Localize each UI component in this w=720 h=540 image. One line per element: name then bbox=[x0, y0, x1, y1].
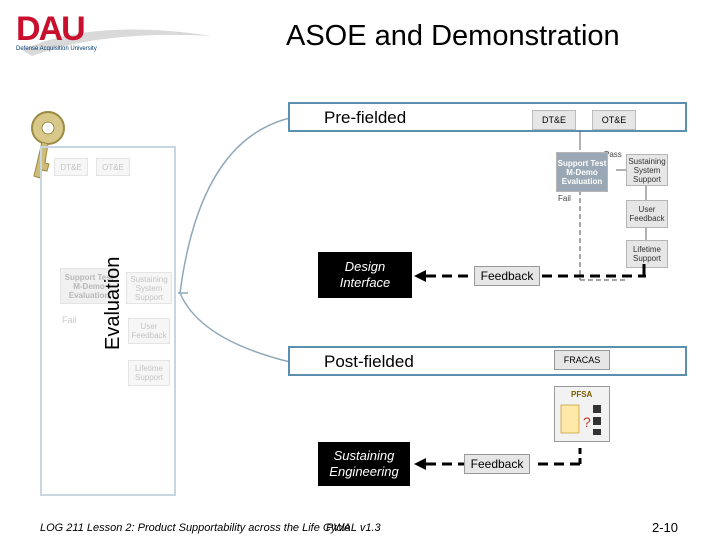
side-panel-diagram: DT&E OT&E Support Test M-Demo Evaluation… bbox=[50, 150, 176, 390]
logo-text: DAU bbox=[16, 10, 86, 48]
pfsa-graphic-icon: ? bbox=[560, 404, 601, 435]
design-interface-feedback-arrow bbox=[414, 264, 646, 282]
design-interface-box: Design Interface bbox=[318, 252, 412, 298]
brace-connectors bbox=[178, 117, 291, 363]
prefielded-fail-label: Fail bbox=[558, 194, 571, 203]
dau-logo: DAU Defense Acquisition University bbox=[12, 8, 212, 58]
postfielded-label: Post-fielded bbox=[324, 352, 414, 371]
prefielded-lifetime: Lifetime Support bbox=[626, 240, 668, 268]
design-interface-feedback: Feedback bbox=[474, 266, 540, 286]
prefielded-tag-dte: DT&E bbox=[532, 110, 576, 130]
side-tag-dte: DT&E bbox=[54, 158, 88, 176]
sustaining-engineering-box: Sustaining Engineering bbox=[318, 442, 410, 486]
prefielded-support-test: Support Test M-Demo Evaluation bbox=[556, 152, 608, 192]
side-panel bbox=[40, 146, 176, 496]
footer-version: PWAL v1.3 bbox=[326, 522, 381, 534]
side-lifetime: Lifetime Support bbox=[128, 360, 170, 386]
prefielded-label: Pre-fielded bbox=[324, 108, 407, 127]
prefielded-flow-lines bbox=[579, 130, 647, 281]
logo-swoosh-icon bbox=[22, 29, 212, 56]
side-sustaining: Sustaining System Support bbox=[126, 272, 172, 304]
side-support-test: Support Test M-Demo Evaluation bbox=[60, 268, 118, 304]
side-user-feedback: User Feedback bbox=[128, 318, 170, 344]
pfsa-label: PFSA bbox=[571, 390, 593, 399]
sustaining-engineering-feedback-arrow bbox=[414, 446, 582, 470]
svg-text:?: ? bbox=[583, 414, 591, 430]
footer-course: LOG 211 Lesson 2: Product Supportability… bbox=[40, 522, 351, 534]
pfsa-image: PFSA ? bbox=[554, 386, 610, 442]
prefielded-tag-ote: OT&E bbox=[592, 110, 636, 130]
logo-subtitle: Defense Acquisition University bbox=[16, 46, 97, 52]
page-title: ASOE and Demonstration bbox=[286, 20, 620, 52]
postfielded-tag-fracas: FRACAS bbox=[554, 350, 610, 370]
side-fail-label: Fail bbox=[62, 315, 77, 325]
prefielded-pass-label: Pass bbox=[604, 150, 622, 159]
side-tag-ote: OT&E bbox=[96, 158, 130, 176]
postfielded-band bbox=[288, 346, 687, 376]
prefielded-user-feedback: User Feedback bbox=[626, 200, 668, 228]
prefielded-sustaining: Sustaining System Support bbox=[626, 154, 668, 186]
sustaining-engineering-feedback: Feedback bbox=[464, 454, 530, 474]
evaluation-label: Evaluation bbox=[102, 257, 125, 350]
evaluation-label-text: Evaluation bbox=[102, 256, 124, 350]
footer-page-number: 2-10 bbox=[652, 520, 679, 535]
